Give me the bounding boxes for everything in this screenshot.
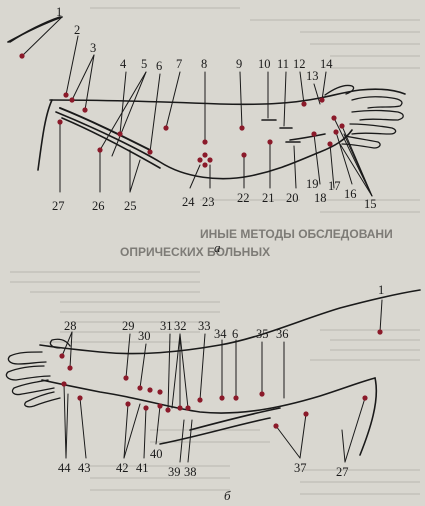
label-b-44: 44 bbox=[58, 461, 71, 475]
arm-b-fingers bbox=[6, 352, 60, 407]
label-a-19: 19 bbox=[306, 177, 319, 191]
label-a-21: 21 bbox=[262, 191, 275, 205]
label-a-25: 25 bbox=[124, 199, 137, 213]
label-b-37: 37 bbox=[294, 461, 307, 475]
figure-a-labels: 1 2 3 4 5 6 7 8 9 10 11 12 13 14 15 16 1… bbox=[52, 5, 377, 255]
label-a-8: 8 bbox=[201, 57, 207, 71]
label-a-23: 23 bbox=[202, 195, 215, 209]
arm-b-leaders bbox=[62, 300, 382, 462]
label-a-12: 12 bbox=[293, 57, 306, 71]
label-a-2: 2 bbox=[74, 23, 80, 37]
bleed-heading-1: ИНЫЕ МЕТОДЫ ОБСЛЕДОВАНИ bbox=[200, 227, 393, 241]
figure-b bbox=[6, 290, 420, 462]
label-a-24: 24 bbox=[182, 195, 195, 209]
arm-b-trunk-edge bbox=[360, 378, 376, 455]
label-a-11: 11 bbox=[277, 57, 289, 71]
label-b-39: 39 bbox=[168, 465, 181, 479]
label-b-29: 29 bbox=[122, 319, 135, 333]
label-b-41: 41 bbox=[136, 461, 149, 475]
label-b-32: 32 bbox=[174, 319, 187, 333]
caption-b: б bbox=[224, 488, 231, 503]
label-b-33: 33 bbox=[198, 319, 211, 333]
label-b-40: 40 bbox=[150, 447, 163, 461]
label-a-27: 27 bbox=[52, 199, 65, 213]
label-a-4: 4 bbox=[120, 57, 127, 71]
label-a-6: 6 bbox=[156, 59, 162, 73]
label-b-42: 42 bbox=[116, 461, 129, 475]
label-b-27: 27 bbox=[336, 465, 349, 479]
label-a-10: 10 bbox=[258, 57, 271, 71]
arm-b-lower-contour bbox=[42, 378, 375, 413]
label-a-13: 13 bbox=[306, 69, 319, 83]
label-a-16: 16 bbox=[344, 187, 357, 201]
label-a-5: 5 bbox=[141, 57, 147, 71]
label-b-43: 43 bbox=[78, 461, 91, 475]
label-a-15: 15 bbox=[364, 197, 377, 211]
arm-a-trunk-edge bbox=[38, 100, 52, 170]
label-a-1: 1 bbox=[56, 5, 62, 19]
caption-a: a bbox=[214, 240, 221, 255]
arm-a-fingers bbox=[342, 97, 403, 148]
label-a-22: 22 bbox=[237, 191, 250, 205]
arm-a-wrist-line bbox=[290, 134, 325, 140]
label-b-31: 31 bbox=[160, 319, 173, 333]
label-a-20: 20 bbox=[286, 191, 299, 205]
label-a-7: 7 bbox=[176, 57, 182, 71]
label-a-17: 17 bbox=[328, 179, 341, 193]
label-a-9: 9 bbox=[236, 57, 242, 71]
label-b-28: 28 bbox=[64, 319, 77, 333]
label-b-6: 6 bbox=[232, 327, 238, 341]
label-a-14: 14 bbox=[320, 57, 333, 71]
label-a-26: 26 bbox=[92, 199, 105, 213]
label-a-3: 3 bbox=[90, 41, 96, 55]
arm-a-inner-line-1 bbox=[60, 108, 150, 150]
label-b-38: 38 bbox=[184, 465, 197, 479]
label-b-36: 36 bbox=[276, 327, 289, 341]
label-a-18: 18 bbox=[314, 191, 327, 205]
label-b-30: 30 bbox=[138, 329, 151, 343]
label-b-35: 35 bbox=[256, 327, 269, 341]
arm-a-inner-line-2 bbox=[62, 118, 160, 168]
bleed-heading-2: ОПРИЧЕСКИХ БОЛЬНЫХ bbox=[120, 245, 270, 259]
label-b-34: 34 bbox=[214, 327, 227, 341]
label-b-1: 1 bbox=[378, 283, 384, 297]
arm-b-inner-line bbox=[160, 418, 270, 444]
